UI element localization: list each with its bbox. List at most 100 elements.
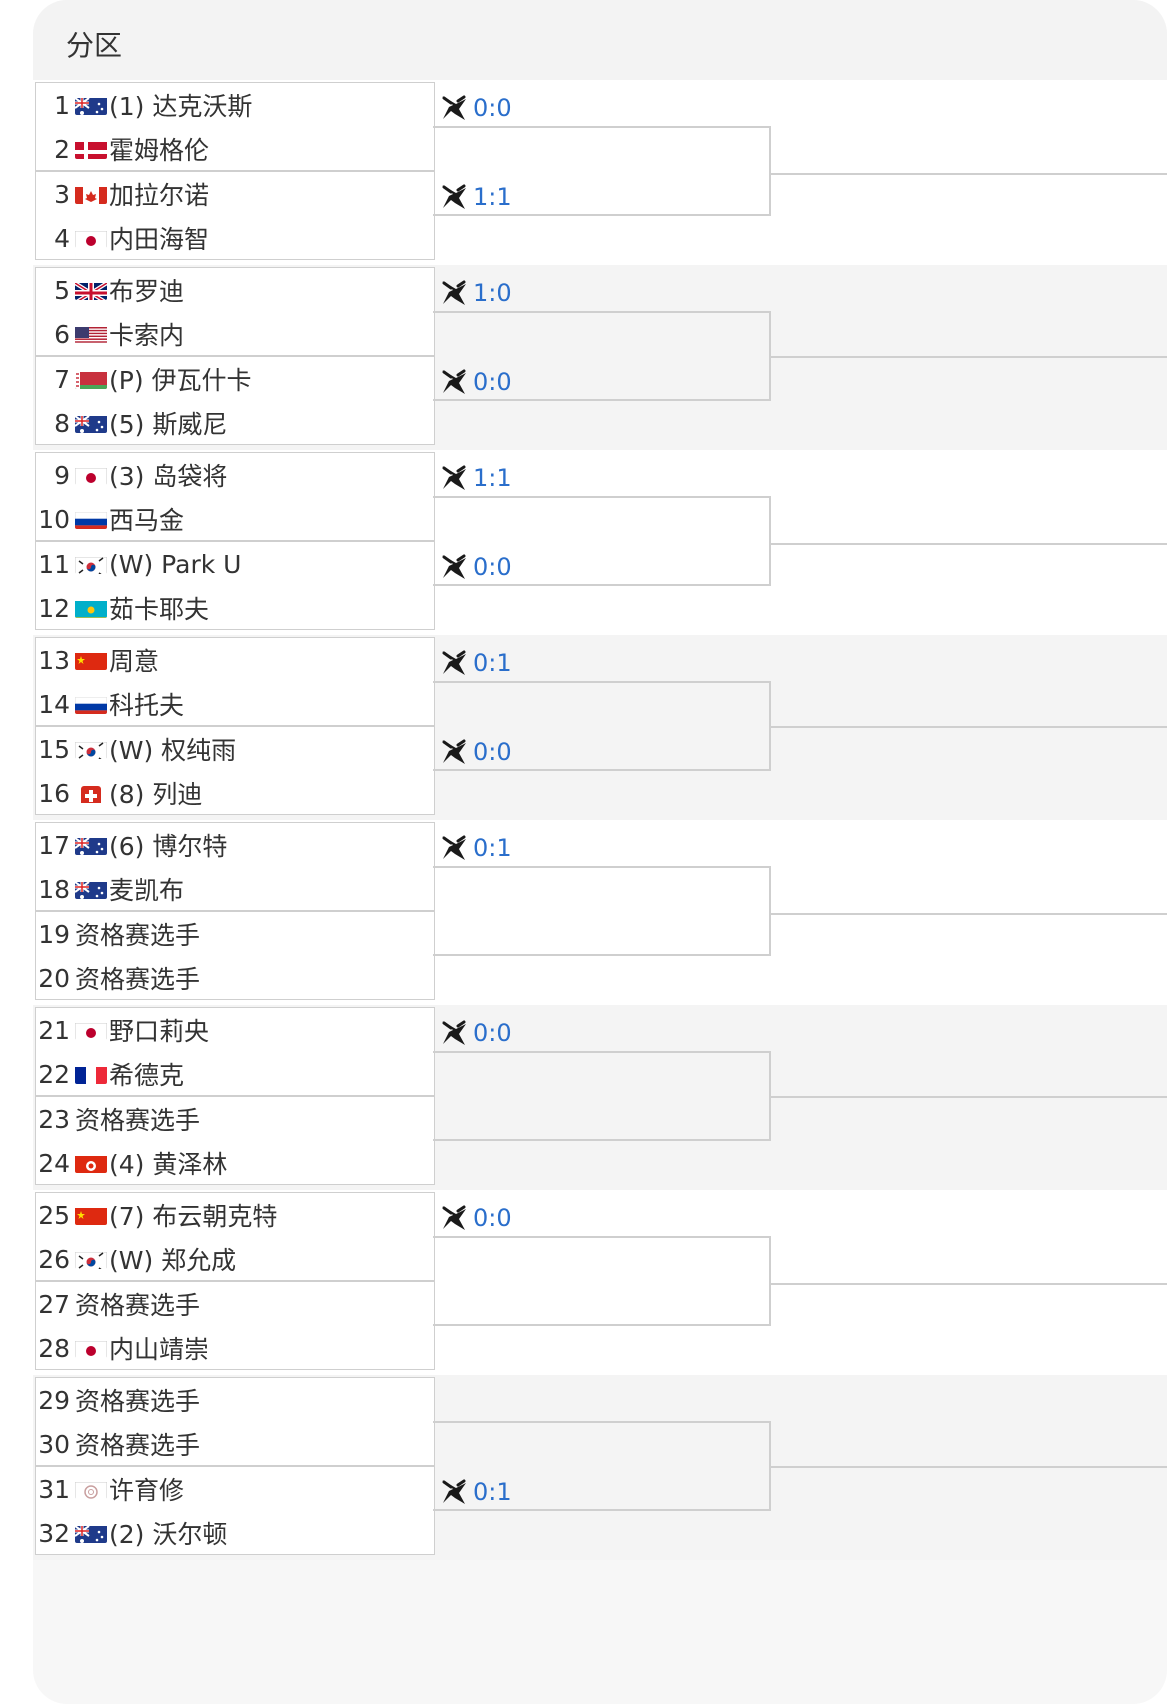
player-name[interactable]: 野口莉央 [109,1017,210,1046]
h2h-score[interactable]: 0:0 [439,1015,512,1051]
player-row[interactable]: 24(4) 黄泽林 [36,1141,434,1185]
score-value[interactable]: 0:1 [473,1478,512,1506]
score-value[interactable]: 1:1 [473,464,512,492]
h2h-score[interactable]: 0:1 [439,1474,512,1510]
score-value[interactable]: 0:0 [473,1019,512,1047]
player-row[interactable]: 1(1) 达克沃斯 [36,83,434,127]
player-name[interactable]: 希德克 [109,1061,185,1090]
player-name[interactable]: 内山靖崇 [109,1335,210,1364]
player-name[interactable]: 许育修 [109,1476,185,1505]
player-row[interactable]: 16(8) 列迪 [36,771,434,815]
player-name[interactable]: (P) 伊瓦什卡 [109,366,252,395]
h2h-score[interactable]: 0:0 [439,549,512,585]
h2h-score[interactable]: 0:0 [439,1200,512,1236]
player-row[interactable]: 7(P) 伊瓦什卡 [36,357,434,401]
score-value[interactable]: 0:0 [473,1204,512,1232]
score-value[interactable]: 0:1 [473,834,512,862]
player-name[interactable]: 加拉尔诺 [109,181,210,210]
player-name[interactable]: (1) 达克沃斯 [109,92,253,121]
player-name[interactable]: (8) 列迪 [109,780,203,809]
player-name[interactable]: (W) 权纯雨 [109,736,237,765]
score-value[interactable]: 0:0 [473,553,512,581]
player-row[interactable]: 17(6) 博尔特 [36,823,434,867]
h2h-score[interactable]: 0:0 [439,734,512,770]
h2h-score[interactable]: 1:1 [439,179,512,215]
score-value[interactable]: 1:0 [473,279,512,307]
player-name[interactable]: 西马金 [109,506,185,535]
score-value[interactable]: 0:0 [473,368,512,396]
player-name[interactable]: 资格赛选手 [75,1387,201,1416]
player-name[interactable]: 周意 [109,647,160,676]
player-row[interactable]: 11(W) Park U [36,542,434,586]
player-name[interactable]: (4) 黄泽林 [109,1150,228,1179]
player-name[interactable]: 内田海智 [109,225,210,254]
h2h-score[interactable]: 0:1 [439,645,512,681]
h2h-score[interactable]: 0:1 [439,830,512,866]
player-row[interactable]: 26(W) 郑允成 [36,1237,434,1281]
player-name[interactable]: 资格赛选手 [75,1291,201,1320]
h2h-score[interactable]: 1:1 [439,460,512,496]
player-row[interactable]: 8(5) 斯威尼 [36,401,434,445]
player-row[interactable]: 32(2) 沃尔顿 [36,1511,434,1555]
player-name[interactable]: 科托夫 [109,691,185,720]
player-name[interactable]: (W) Park U [109,549,242,579]
player-name[interactable]: (7) 布云朝克特 [109,1202,278,1231]
player-name[interactable]: (6) 博尔特 [109,832,228,861]
h2h-score[interactable]: 1:0 [439,275,512,311]
score-value[interactable]: 0:0 [473,738,512,766]
player-name[interactable]: 资格赛选手 [75,965,201,994]
player-name[interactable]: 资格赛选手 [75,1106,201,1135]
score-value[interactable]: 1:1 [473,183,512,211]
score-value[interactable]: 0:0 [473,94,512,122]
player-name[interactable]: 茹卡耶夫 [109,595,210,624]
player-name[interactable]: 资格赛选手 [75,921,201,950]
player-name[interactable]: 卡索内 [109,321,185,350]
player-row[interactable]: 9(3) 岛袋将 [36,453,434,497]
player-name[interactable]: (W) 郑允成 [109,1246,237,1275]
player-name[interactable]: (3) 岛袋将 [109,462,228,491]
h2h-score[interactable]: 0:0 [439,364,512,400]
player-name[interactable]: 霍姆格伦 [109,136,210,165]
h2h-score[interactable]: 0:0 [439,90,512,126]
player-name[interactable]: 麦凯布 [109,876,185,905]
score-value[interactable]: 0:1 [473,649,512,677]
player-name[interactable]: (2) 沃尔顿 [109,1520,228,1549]
player-name[interactable]: 布罗迪 [109,277,185,306]
